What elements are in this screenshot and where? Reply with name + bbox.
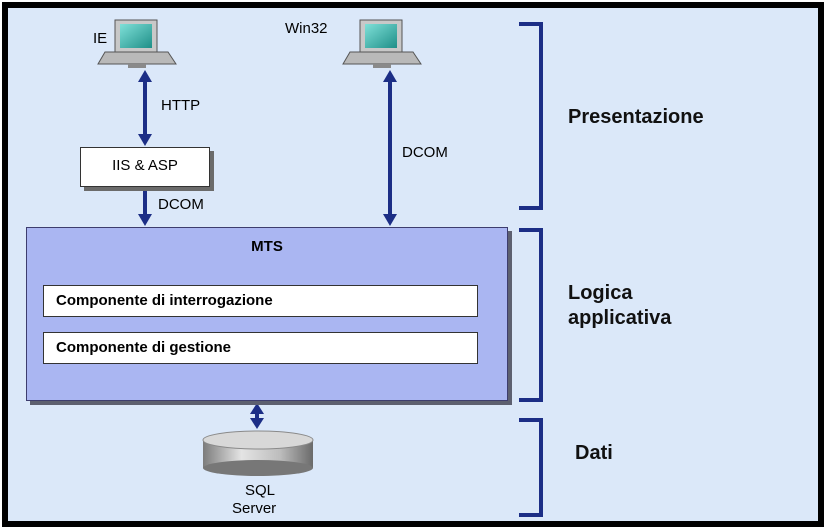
tier-logic-label-line2: applicativa [568, 307, 672, 329]
bracket-logic [519, 228, 543, 402]
dcom-left-label: DCOM [158, 196, 204, 213]
dcom-right-label: DCOM [402, 144, 448, 161]
bracket-presentation [519, 22, 543, 210]
component-management-box: Componente di gestione [43, 332, 478, 364]
component-query-box: Componente di interrogazione [43, 285, 478, 317]
computer-icon-ie [97, 19, 177, 68]
arrow-dcom-left [138, 190, 152, 226]
iis-asp-box: IIS & ASP [80, 147, 210, 187]
tier-logic-label-line1: Logica [568, 282, 633, 304]
ie-label: IE [93, 30, 108, 47]
arrow-database [250, 403, 264, 429]
database-icon [202, 430, 314, 476]
component-query-label: Componente di interrogazione [56, 292, 273, 309]
sql-label-line1: SQL [245, 482, 276, 499]
tier-presentation-label: Presentazione [568, 106, 704, 128]
mts-title: MTS [251, 238, 283, 255]
arrow-dcom-right [383, 70, 397, 226]
mts-box: MTS Componente di interrogazione Compone… [26, 227, 508, 401]
bracket-data [519, 418, 543, 517]
tier-data-label: Dati [575, 442, 613, 464]
sql-label-line2: Server [232, 500, 277, 517]
http-label: HTTP [161, 97, 201, 114]
arrow-http [138, 70, 152, 146]
win32-label: Win32 [285, 20, 328, 37]
iis-asp-label: IIS & ASP [112, 157, 178, 174]
computer-icon-win32 [342, 19, 422, 68]
component-management-label: Componente di gestione [56, 339, 232, 356]
